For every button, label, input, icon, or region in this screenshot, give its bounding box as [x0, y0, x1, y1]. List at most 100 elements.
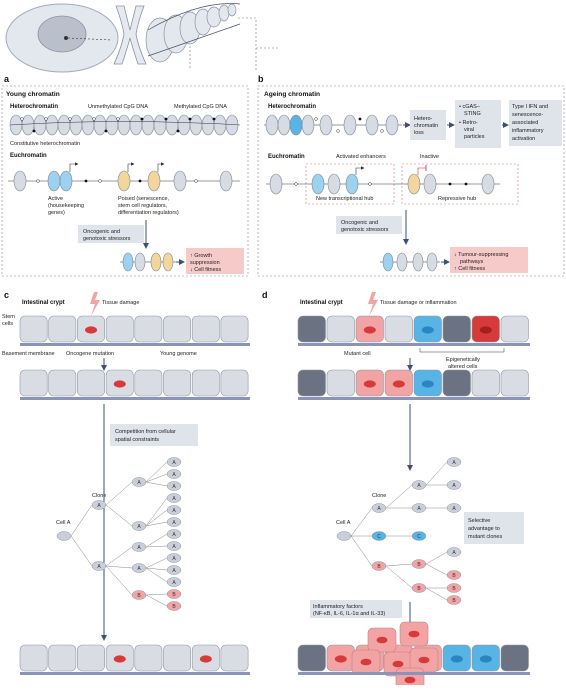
clone-node-label: A [172, 568, 176, 574]
lineage-edge [350, 507, 373, 537]
competition-2: spatial constraints [115, 437, 159, 443]
heterochromatin-row-aged [264, 114, 402, 136]
hub-aged [380, 252, 440, 272]
outcome-b-2: pathways [460, 259, 483, 265]
crypt-cell [442, 315, 471, 343]
mid-4: viral [464, 127, 474, 133]
ifn-4: inflammatory [512, 128, 544, 134]
crypt-cell [384, 315, 413, 343]
outcome-box-b [450, 247, 528, 273]
lineage-edge [385, 563, 413, 567]
ifn-3: associated [512, 120, 538, 126]
crypt-cell [163, 369, 192, 397]
cell-nucleus [376, 636, 388, 644]
tissue-damage-label-d: Tissue damage or inflammation [380, 300, 457, 306]
top-illustration [5, 3, 278, 73]
tissue-damage-label-c: Tissue damage [102, 300, 139, 306]
crypt-cell [326, 315, 355, 343]
clone-label-d: Clone [372, 493, 386, 499]
lineage-edge [425, 461, 448, 486]
outcome-b-3: ↑ Cell fitness [454, 266, 485, 272]
clone-node-label: A [137, 545, 141, 551]
epigenetic-label: Epigenetically [446, 357, 480, 363]
crypt-cell [19, 644, 48, 672]
outcome-a-2: suppression [190, 260, 220, 266]
cell-nucleus [421, 326, 434, 334]
methylated-label: Methylated CpG DNA [174, 104, 227, 110]
clone-node-label: A [172, 508, 176, 514]
crypt-cell [442, 369, 471, 397]
clone-node [56, 531, 72, 541]
crypt-cell [134, 315, 163, 343]
clone-node [446, 503, 462, 513]
cell-nucleus [418, 656, 430, 664]
clone-node [166, 529, 182, 539]
lineage-edge [145, 461, 168, 483]
heterochromatin-label: Heterochromatin [10, 104, 58, 110]
clone-node-label: A [172, 472, 176, 478]
cgas-sting-box [455, 100, 501, 148]
outcome-a-1: ↑ Growth [190, 253, 212, 259]
selective-advantage-box [464, 512, 524, 544]
clone-node [446, 547, 462, 557]
clone-node-label: A [172, 496, 176, 502]
clone-node-label: A [97, 564, 101, 570]
clone-node-label: B [137, 593, 141, 599]
crypt-cell [500, 644, 529, 672]
mutant-cell-label: Mutant cell [344, 351, 371, 357]
lineage-edge [105, 565, 133, 596]
clone-node-label: B [417, 586, 421, 592]
panel-c: c Intestinal crypt Tissue damage Stem ce… [2, 290, 250, 675]
panel-a: a Young chromatin Heterochromatin Unmeth… [1, 74, 249, 277]
cell-nucleus [392, 660, 404, 668]
cell-nucleus [392, 380, 405, 388]
ifn-box [509, 100, 562, 146]
hub-young [120, 252, 176, 272]
clone-node [166, 457, 182, 467]
clone-node [166, 481, 182, 491]
stressors-b-1: Oncogenic and [341, 220, 378, 226]
clone-node-label: A [137, 566, 141, 572]
clone-node [166, 565, 182, 575]
clone-node-label: A [137, 524, 141, 530]
lightning-icon [90, 292, 100, 316]
cell-nucleus [479, 655, 492, 663]
clone-node-label: A [172, 580, 176, 586]
clone-node [166, 493, 182, 503]
panel-label-b: b [258, 74, 264, 84]
lineage-edge [145, 521, 168, 527]
clone-node-label: A [452, 460, 456, 466]
lineage-edge [145, 473, 168, 483]
crypt-cell [191, 369, 220, 397]
cell-nucleus [363, 380, 376, 388]
clone-node [446, 480, 462, 490]
euchromatin-label: Euchromatin [10, 153, 47, 159]
mid-2: STING [464, 111, 481, 117]
euchromatin-row-aged [266, 165, 500, 195]
lineage-edge [145, 497, 168, 527]
clone-node-label: A [172, 460, 176, 466]
ifn-1: Type I IFN and [512, 104, 548, 110]
cell-a-label-d: Cell A [336, 520, 351, 526]
crypt-cell [48, 315, 77, 343]
clone-node-label: A [452, 506, 456, 512]
heterochromatin-row-young [9, 114, 241, 136]
mid-5: particles [464, 134, 485, 140]
outcome-b-1: ↓ Tumour-suppressing [454, 252, 508, 258]
inflammatory-box [310, 600, 402, 618]
clone-node [166, 553, 182, 563]
epigenetic-label-2: altered cells [448, 364, 478, 370]
crypt-cell [297, 315, 326, 343]
panel-d: d Intestinal crypt Tissue damage or infl… [262, 290, 530, 690]
crypt-cell [471, 369, 500, 397]
lineage-edge [145, 545, 168, 548]
clone-node [166, 541, 182, 551]
crypt-cell [163, 315, 192, 343]
clone-node-label: A [417, 483, 421, 489]
lineage-edge [145, 567, 168, 571]
poised-label-2: stem cell regulators, [118, 203, 168, 209]
stressors-b-2: genotoxic stressors [341, 227, 389, 233]
basement-membrane-c [20, 343, 250, 346]
clone-node-label: A [452, 550, 456, 556]
